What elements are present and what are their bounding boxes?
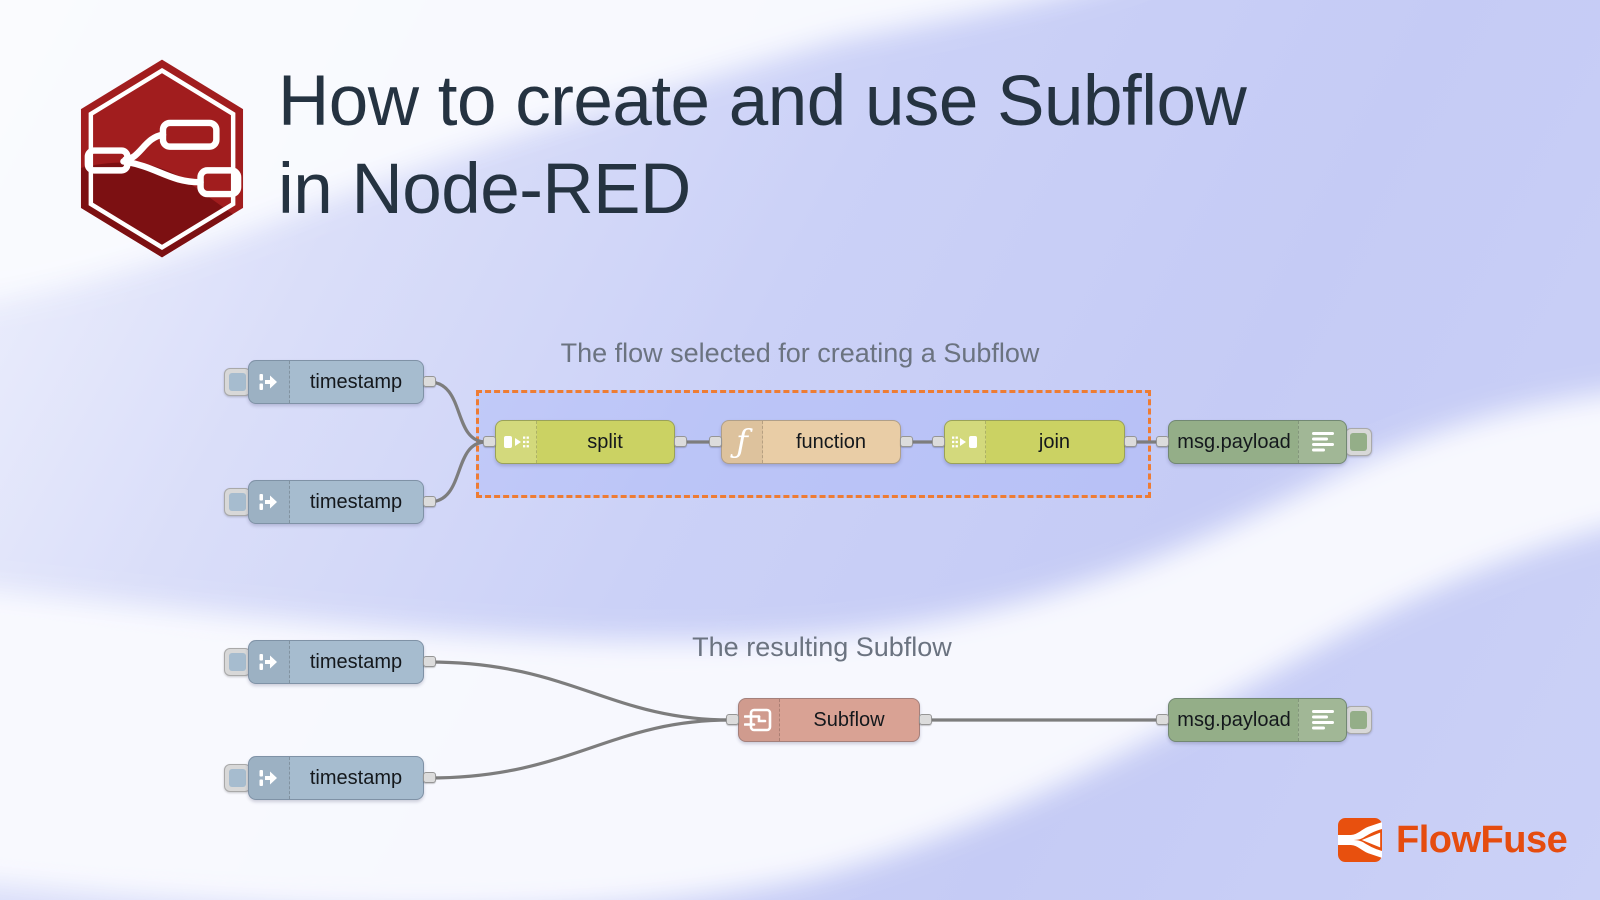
inject-button[interactable]: [224, 368, 251, 396]
input-port[interactable]: [1156, 714, 1169, 725]
inject-icon: [249, 757, 290, 799]
inject-node-1[interactable]: timestamp: [248, 360, 424, 404]
output-port[interactable]: [1124, 436, 1137, 447]
inject-icon: [249, 641, 290, 683]
node-label: join: [1038, 430, 1071, 453]
node-label: Subflow: [813, 708, 885, 731]
function-icon: ƒ: [722, 421, 763, 463]
join-node[interactable]: join: [944, 420, 1125, 464]
inject-node-2[interactable]: timestamp: [248, 480, 424, 524]
inject-button-face: [229, 769, 246, 787]
svg-text:ƒ: ƒ: [730, 422, 753, 460]
inject-icon: [249, 481, 290, 523]
node-label: function: [795, 430, 867, 453]
output-port[interactable]: [423, 376, 436, 387]
input-port[interactable]: [483, 436, 496, 447]
title-line-2: in Node-RED: [278, 150, 691, 229]
output-port[interactable]: [674, 436, 687, 447]
output-port[interactable]: [900, 436, 913, 447]
flow2-caption: The resulting Subflow: [692, 632, 952, 662]
inject-node-3[interactable]: timestamp: [248, 640, 424, 684]
inject-icon: [249, 361, 290, 403]
join-icon: [945, 421, 986, 463]
node-label: timestamp: [309, 490, 403, 513]
page-title: How to create and use Subflow in Node-RE…: [278, 58, 1247, 234]
node-label: timestamp: [309, 650, 403, 673]
debug-node-2[interactable]: msg.payload: [1168, 698, 1347, 742]
node-label: timestamp: [309, 370, 403, 393]
node-label: split: [587, 430, 623, 453]
flow1-caption: The flow selected for creating a Subflow: [560, 338, 1040, 368]
node-label: msg.payload: [1177, 430, 1291, 453]
title-line-1: How to create and use Subflow: [278, 62, 1247, 141]
split-node[interactable]: split: [495, 420, 675, 464]
debug-button-face: [1350, 711, 1367, 729]
function-node[interactable]: ƒ function: [721, 420, 901, 464]
subflow-icon: [739, 699, 780, 741]
debug-button-face: [1350, 433, 1367, 451]
inject-button-face: [229, 493, 246, 511]
inject-button-face: [229, 373, 246, 391]
output-port[interactable]: [919, 714, 932, 725]
node-red-logo: [80, 59, 244, 258]
input-port[interactable]: [1156, 436, 1169, 447]
debug-icon: [1298, 699, 1346, 741]
input-port[interactable]: [726, 714, 739, 725]
inject-button[interactable]: [224, 764, 251, 792]
split-icon: [496, 421, 537, 463]
subflow-node[interactable]: Subflow: [738, 698, 920, 742]
flowfuse-wordmark: FlowFuse: [1396, 818, 1568, 861]
inject-button[interactable]: [224, 648, 251, 676]
output-port[interactable]: [423, 772, 436, 783]
debug-icon: [1298, 421, 1346, 463]
inject-node-4[interactable]: timestamp: [248, 756, 424, 800]
debug-node-1[interactable]: msg.payload: [1168, 420, 1347, 464]
flowfuse-logo: FlowFuse: [1338, 818, 1568, 862]
output-port[interactable]: [423, 656, 436, 667]
node-label: msg.payload: [1177, 708, 1291, 731]
background-wave-top: [0, 0, 1039, 301]
flowfuse-icon: [1338, 818, 1382, 862]
input-port[interactable]: [709, 436, 722, 447]
input-port[interactable]: [932, 436, 945, 447]
node-label: timestamp: [309, 766, 403, 789]
inject-button-face: [229, 653, 246, 671]
output-port[interactable]: [423, 496, 436, 507]
debug-toggle-button[interactable]: [1345, 428, 1372, 456]
debug-toggle-button[interactable]: [1345, 706, 1372, 734]
inject-button[interactable]: [224, 488, 251, 516]
